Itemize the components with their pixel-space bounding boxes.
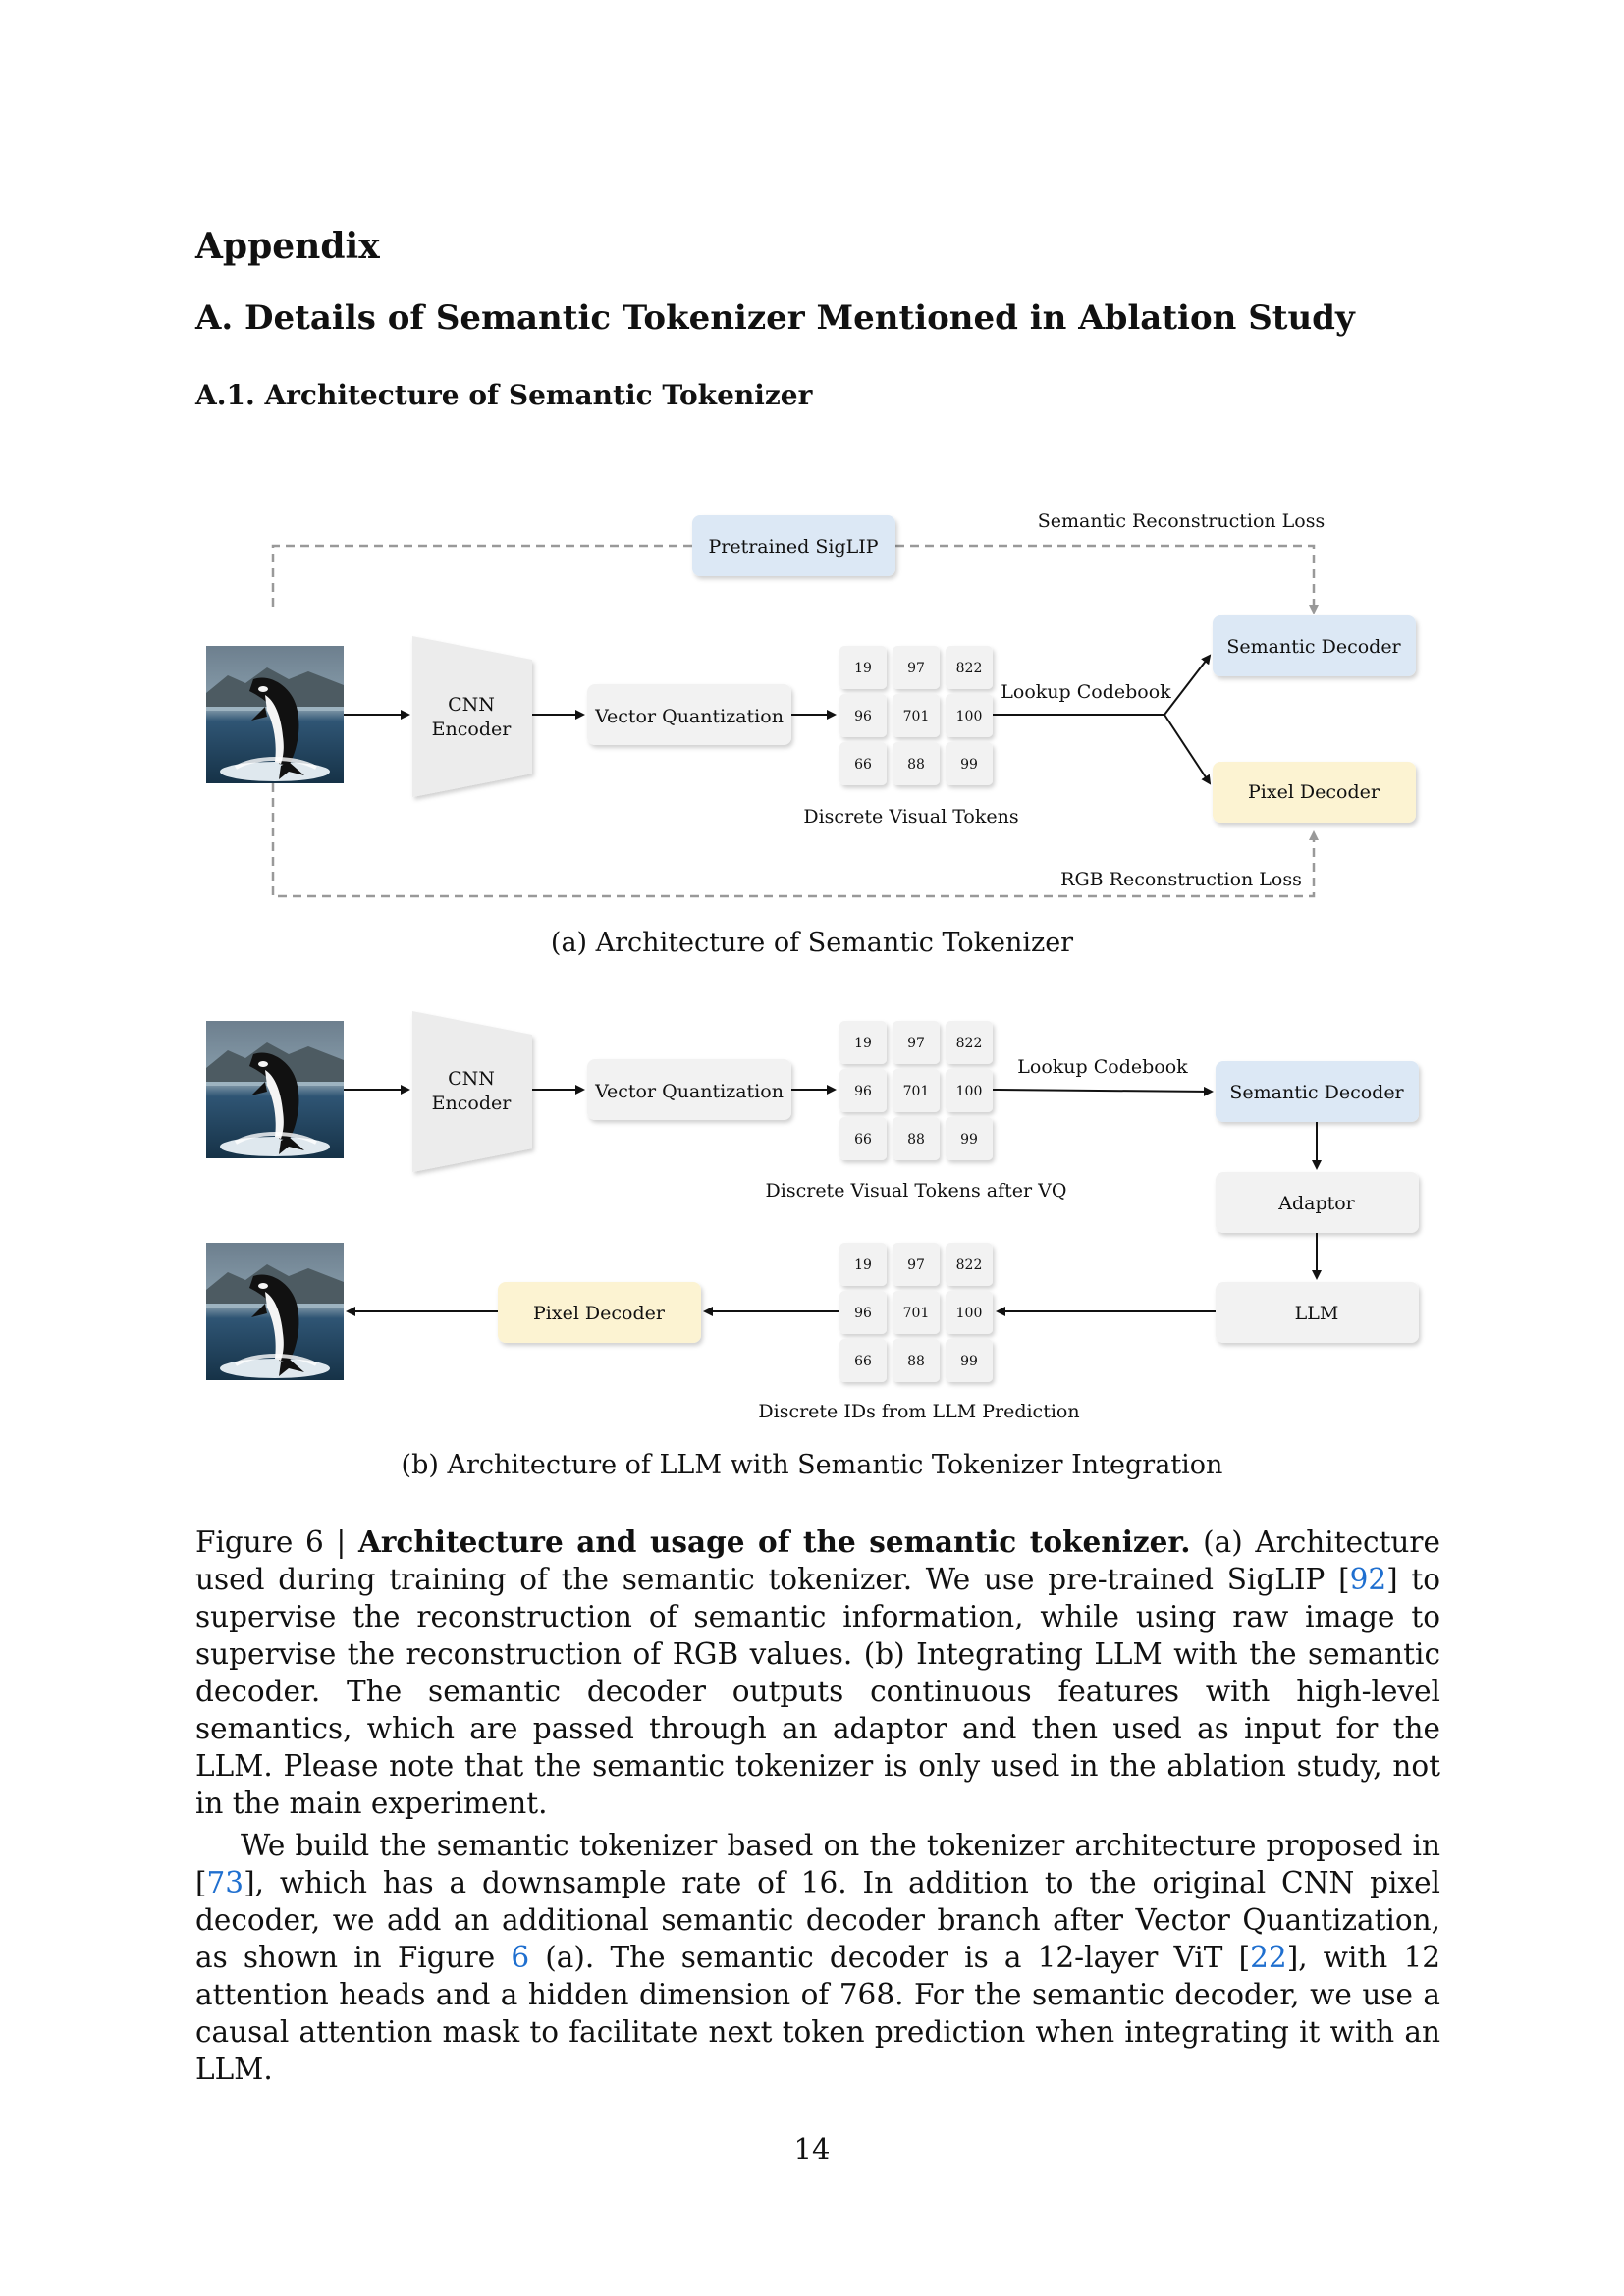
semantic-decoder-label-b: Semantic Decoder <box>1229 1082 1404 1103</box>
token-cell: 19 <box>854 1257 872 1273</box>
page-number: 14 <box>793 2132 831 2165</box>
orca-image-b-output <box>206 1243 344 1380</box>
token-cell: 96 <box>854 709 872 724</box>
semantic-decoder-label-a: Semantic Decoder <box>1226 636 1401 658</box>
section-heading: A. Details of Semantic Tokenizer Mention… <box>195 298 1355 338</box>
lookup-label-a: Lookup Codebook <box>1001 681 1171 703</box>
citation-link[interactable]: 73 <box>206 1866 244 1899</box>
vector-quantization-box-b <box>587 1059 791 1120</box>
figure-caption-text-1: (a) Architecture used during training of… <box>195 1525 1440 1596</box>
semantic-decoder-box-b <box>1216 1061 1419 1122</box>
tokens-caption-b-top: Discrete Visual Tokens after VQ <box>766 1180 1067 1201</box>
token-cell: 19 <box>854 661 872 676</box>
architecture-figure: Pretrained SigLIP Semantic Reconstructio… <box>206 510 1419 1422</box>
pixel-decoder-box-b <box>498 1282 701 1343</box>
token-cell: 88 <box>907 1132 925 1148</box>
token-cell: 701 <box>903 1084 930 1099</box>
adaptor-box <box>1216 1172 1419 1233</box>
encoder-label-2-b: Encoder <box>432 1093 513 1114</box>
vq-label-b: Vector Quantization <box>594 1081 784 1102</box>
cnn-encoder-a <box>412 636 532 797</box>
figure-label: Figure 6 | <box>195 1525 358 1559</box>
orca-image-b-input <box>206 1021 344 1158</box>
encoder-label-1-b: CNN <box>448 1068 495 1090</box>
token-cell: 88 <box>907 1354 925 1369</box>
token-cell: 701 <box>903 1306 930 1321</box>
figure-caption: Figure 6 | Architecture and usage of the… <box>195 1523 1440 1822</box>
rgb-loss-line <box>271 783 1319 898</box>
token-cell: 100 <box>956 1306 983 1321</box>
pretrained-siglip-label: Pretrained SigLIP <box>708 536 878 558</box>
token-cell: 97 <box>907 1036 925 1051</box>
token-cell: 96 <box>854 1084 872 1099</box>
body-paragraph: We build the semantic tokenizer based on… <box>195 1827 1440 2088</box>
token-cell: 99 <box>960 1354 978 1369</box>
vector-quantization-box-a <box>587 684 791 745</box>
pixel-decoder-box-a <box>1213 762 1416 823</box>
body-text-4: ], with 12 attention heads and a hidden … <box>195 1941 1440 2086</box>
pretrained-siglip-box <box>692 515 895 576</box>
token-cell: 88 <box>907 757 925 773</box>
token-cell: 66 <box>854 1354 872 1369</box>
citation-link[interactable]: 22 <box>1250 1941 1287 1974</box>
token-cell: 100 <box>956 1084 983 1099</box>
token-cell: 822 <box>956 661 983 676</box>
figure-caption-text-2: ] to supervise the reconstruction of sem… <box>195 1563 1441 1820</box>
token-cell: 66 <box>854 1132 872 1148</box>
token-cell: 99 <box>960 757 978 773</box>
token-cell: 822 <box>956 1257 983 1273</box>
tokens-caption-a: Discrete Visual Tokens <box>803 806 1018 828</box>
adaptor-label: Adaptor <box>1277 1193 1355 1214</box>
token-cell: 701 <box>903 709 930 724</box>
token-grid-b-top: 19 97 822 96 701 100 66 88 99 <box>839 1021 993 1160</box>
token-cell: 100 <box>956 709 983 724</box>
encoder-label-2-a: Encoder <box>432 719 513 740</box>
arrow-to-pixel-decoder-a <box>1164 714 1212 785</box>
subcaption-a: (a) Architecture of Semantic Tokenizer <box>550 928 1074 958</box>
subcaption-b: (b) Architecture of LLM with Semantic To… <box>401 1450 1223 1480</box>
figure-caption-bold: Architecture and usage of the semantic t… <box>357 1524 1191 1559</box>
semantic-loss-label: Semantic Reconstruction Loss <box>1038 510 1325 532</box>
lookup-label-b: Lookup Codebook <box>1017 1056 1188 1078</box>
token-cell: 97 <box>907 661 925 676</box>
token-cell: 19 <box>854 1036 872 1051</box>
token-cell: 99 <box>960 1132 978 1148</box>
token-grid-b-bottom: 19 97 822 96 701 100 66 88 99 <box>839 1243 993 1382</box>
figure-reference-link[interactable]: 6 <box>511 1941 530 1974</box>
token-cell: 96 <box>854 1306 872 1321</box>
body-text-1: We build the semantic tokenizer based on… <box>195 1829 1440 1899</box>
token-cell: 97 <box>907 1257 925 1273</box>
rgb-loss-label: RGB Reconstruction Loss <box>1060 869 1302 890</box>
llm-label: LLM <box>1295 1303 1339 1324</box>
tokens-caption-b-bottom: Discrete IDs from LLM Prediction <box>758 1401 1079 1422</box>
arrow-to-semantic-decoder-a <box>1164 654 1212 716</box>
semantic-loss-line-left <box>271 544 692 607</box>
subsection-heading: A.1. Architecture of Semantic Tokenizer <box>195 379 813 411</box>
orca-image-a <box>206 646 344 783</box>
arrow-tokens-to-semantic-decoder-b <box>992 1086 1214 1096</box>
body-text-3: (a). The semantic decoder is a 12-layer … <box>529 1941 1251 1974</box>
appendix-heading: Appendix <box>195 226 380 267</box>
token-grid-a: 19 97 822 96 701 100 66 88 99 <box>839 646 993 785</box>
token-cell: 66 <box>854 757 872 773</box>
cnn-encoder-b <box>412 1011 532 1172</box>
semantic-decoder-box-a <box>1213 615 1416 676</box>
body-text-2: ], which has a downsample rate of 16. In… <box>195 1866 1440 1974</box>
token-cell: 822 <box>956 1036 983 1051</box>
citation-link[interactable]: 92 <box>1349 1563 1387 1596</box>
semantic-loss-line-right <box>895 544 1319 614</box>
vq-label-a: Vector Quantization <box>594 706 784 727</box>
pixel-decoder-label-a: Pixel Decoder <box>1248 781 1380 803</box>
encoder-label-1-a: CNN <box>448 694 495 716</box>
llm-box <box>1216 1282 1419 1343</box>
pixel-decoder-label-b: Pixel Decoder <box>533 1303 666 1324</box>
